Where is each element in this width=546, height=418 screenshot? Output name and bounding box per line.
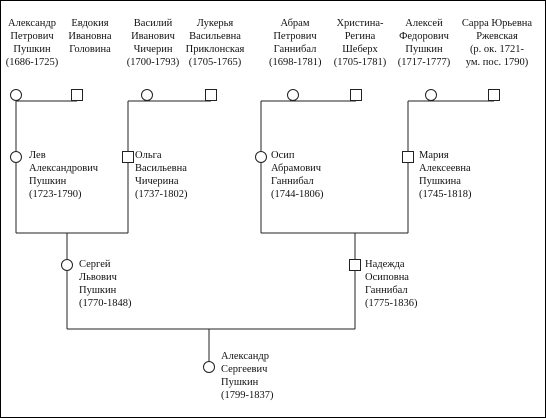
- label-line: Чичерина: [135, 176, 179, 187]
- female-square-icon: [402, 151, 414, 163]
- label-line: Пушкина: [419, 176, 461, 187]
- label-line: Ивановна: [68, 31, 112, 42]
- label-line: Чичерин: [133, 44, 173, 55]
- male-circle-icon: [141, 89, 153, 101]
- female-square-icon: [488, 89, 500, 101]
- label-line: Петрович: [10, 31, 54, 42]
- label-line: (1770-1848): [79, 298, 132, 309]
- label-line: Ржевская: [476, 31, 518, 42]
- male-circle-icon: [10, 151, 22, 163]
- male-circle-icon: [425, 89, 437, 101]
- label-line: Федорович: [399, 31, 449, 42]
- label-line: Лев: [29, 150, 46, 161]
- label-line: (1723-1790): [29, 189, 82, 200]
- label-line: Петрович: [273, 31, 317, 42]
- label-line: Александр: [8, 18, 56, 29]
- label-line: Сарра Юрьевна: [461, 18, 533, 29]
- label-line: Ганнибал: [365, 285, 408, 296]
- label-line: Алексей: [405, 18, 443, 29]
- label-line: (1744-1806): [271, 189, 324, 200]
- label-line: Пушкин: [79, 285, 117, 296]
- female-square-icon: [122, 151, 134, 163]
- label-line: ум. пос. 1790): [465, 57, 529, 68]
- label-line: (1700-1793): [126, 57, 180, 68]
- label-line: (1745-1818): [419, 189, 472, 200]
- label-line: (р. ок. 1721-: [469, 44, 525, 55]
- male-circle-icon: [287, 89, 299, 101]
- label-line: Пушкин: [405, 44, 443, 55]
- male-circle-icon: [255, 151, 267, 163]
- label-line: (1775-1836): [365, 298, 418, 309]
- label-line: Абрам: [280, 18, 310, 29]
- female-square-icon: [349, 259, 361, 271]
- label-line: Васильевна: [135, 163, 187, 174]
- label-line: Пушкин: [29, 176, 67, 187]
- label-line: Сергеевич: [221, 364, 268, 375]
- label-line: Ольга: [135, 150, 162, 161]
- label-line: Регина: [344, 31, 376, 42]
- label-line: Христина-: [336, 18, 384, 29]
- label-line: (1698-1781): [269, 57, 322, 68]
- label-line: Евдокия: [71, 18, 109, 29]
- label-line: Васильевна: [189, 31, 241, 42]
- label-line: Осиповна: [365, 272, 409, 283]
- label-line: Алексеевна: [419, 163, 471, 174]
- label-line: Надежда: [365, 259, 405, 270]
- label-line: Осип: [271, 150, 295, 161]
- label-line: Головина: [69, 44, 111, 55]
- female-square-icon: [71, 89, 83, 101]
- female-square-icon: [350, 89, 362, 101]
- label-line: (1686-1725): [5, 57, 59, 68]
- male-circle-icon: [61, 259, 73, 271]
- label-line: Шеберх: [342, 44, 378, 55]
- label-line: Пушкин: [13, 44, 51, 55]
- label-line: (1799-1837): [221, 390, 274, 401]
- label-line: (1705-1781): [333, 57, 387, 68]
- label-line: (1705-1765): [188, 57, 242, 68]
- label-line: Абрамович: [271, 163, 322, 174]
- label-line: Мария: [419, 150, 449, 161]
- label-line: Александр: [221, 351, 269, 362]
- label-line: Приклонская: [185, 44, 245, 55]
- label-line: Василий: [133, 18, 173, 29]
- label-line: (1737-1802): [135, 189, 188, 200]
- label-line: Львович: [79, 272, 117, 283]
- label-line: Ганнибал: [273, 44, 317, 55]
- male-circle-icon: [10, 89, 22, 101]
- label-line: Сергей: [79, 259, 111, 270]
- label-line: Пушкин: [221, 377, 259, 388]
- label-line: (1717-1777): [397, 57, 451, 68]
- label-line: Ганнибал: [271, 176, 314, 187]
- female-square-icon: [205, 89, 217, 101]
- label-line: Иванович: [131, 31, 175, 42]
- label-line: Лукерья: [196, 18, 234, 29]
- male-circle-icon: [203, 361, 215, 373]
- label-line: Александрович: [29, 163, 99, 174]
